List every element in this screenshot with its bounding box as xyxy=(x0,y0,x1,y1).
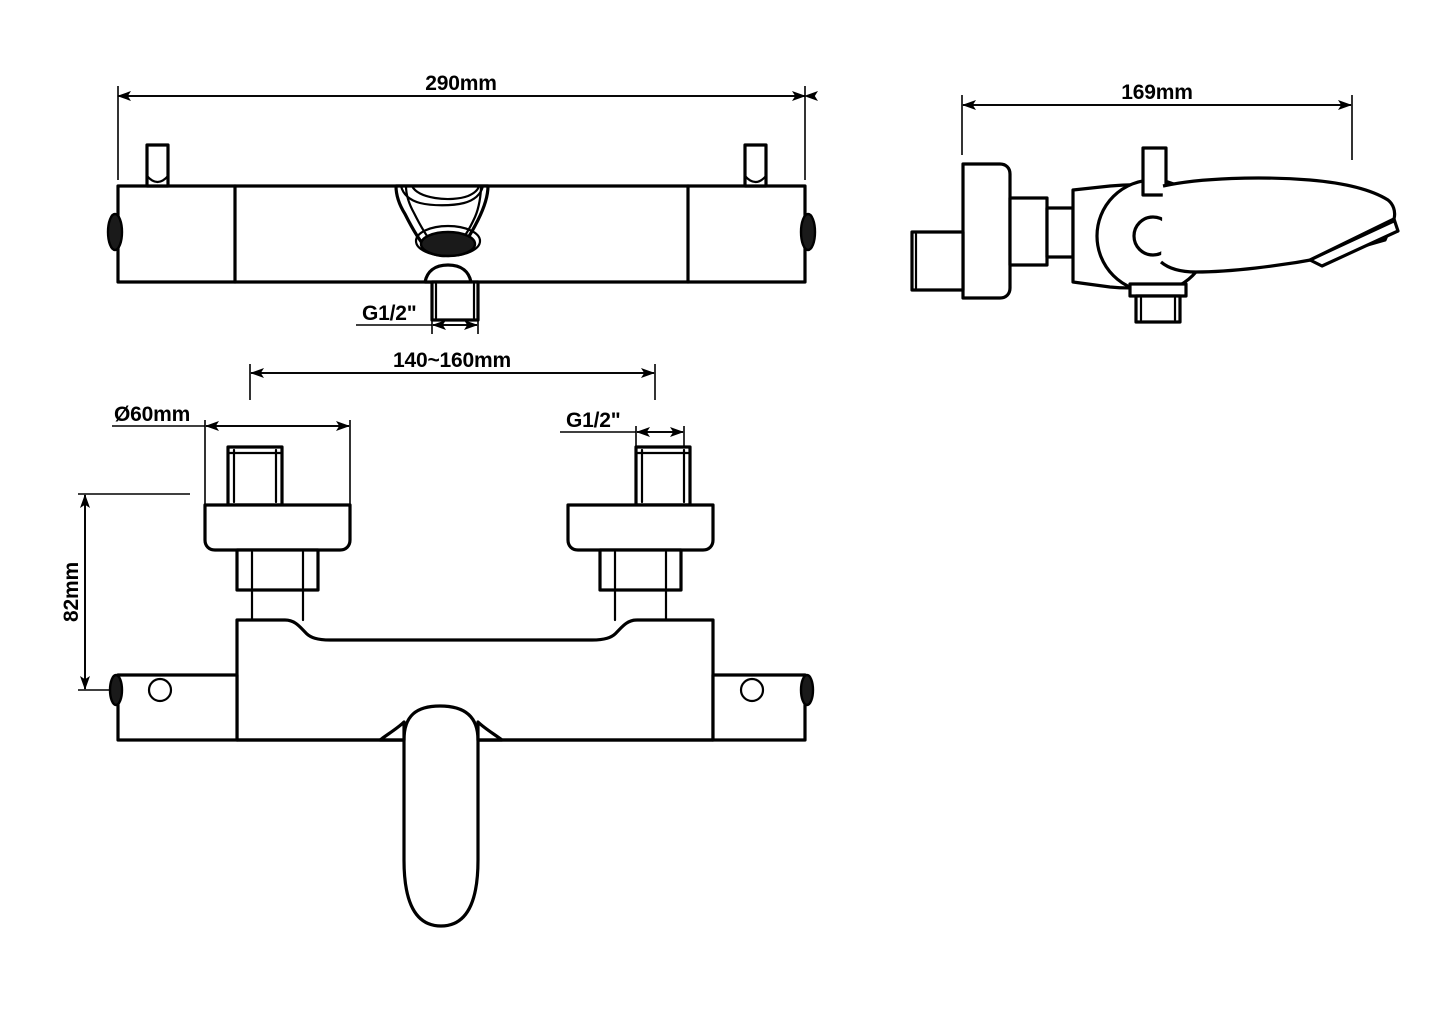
front-outlet-aperture-ring xyxy=(414,224,482,258)
side-escutcheon-collar xyxy=(1008,196,1049,267)
front-view-group: G1/2" 290mm xyxy=(106,72,818,334)
side-spout-lip-edge xyxy=(1311,219,1397,261)
bottom-right-shank xyxy=(598,548,683,592)
side-escutcheon-plate xyxy=(961,162,1012,300)
bottom-left-thread-stub xyxy=(226,445,284,507)
side-inlet-connector xyxy=(910,230,965,292)
side-outlet-collar xyxy=(1128,282,1188,298)
front-left-endcap xyxy=(106,212,124,252)
side-valve-shank xyxy=(1045,206,1075,259)
bottom-view-group: 140~160mm Ø60mm G1/2" xyxy=(60,349,815,928)
bottom-right-indicator-hole xyxy=(739,677,765,703)
bottom-right-thread-stub xyxy=(634,445,692,507)
side-outlet-thread xyxy=(1134,294,1182,324)
front-right-inlet-stub xyxy=(743,143,768,188)
side-top-stub xyxy=(1141,146,1168,197)
front-right-inlet-stub-base xyxy=(743,174,768,184)
front-right-endcap xyxy=(799,212,817,252)
bottom-spout-fillet-left xyxy=(378,720,406,742)
bottom-left-endcap xyxy=(108,673,124,707)
dim-inlet-thread: G1/2" xyxy=(560,409,685,448)
bottom-right-end-block xyxy=(711,673,807,742)
front-left-inlet-stub xyxy=(145,143,170,188)
dim-escutcheon-diameter: Ø60mm xyxy=(112,403,351,505)
dim-label-outlet-thread-front: G1/2" xyxy=(362,302,416,325)
dim-overall-projection: 169mm xyxy=(961,81,1353,160)
dim-label-overall-width: 290mm xyxy=(425,72,496,95)
side-spout-arm xyxy=(1159,176,1397,274)
dim-label-inlet-centres: 140~160mm xyxy=(393,349,511,372)
dim-inlet-centres: 140~160mm xyxy=(249,349,656,400)
front-spout-bowl-rim2 xyxy=(410,184,481,201)
bottom-left-shank xyxy=(235,548,320,592)
front-left-inlet-stub-base xyxy=(145,174,170,184)
bottom-right-escutcheon xyxy=(566,503,715,552)
dim-overall-width xyxy=(117,86,818,180)
bottom-spout-fillet-right xyxy=(476,720,504,742)
bottom-left-end-block xyxy=(116,673,239,742)
bottom-spout-outline xyxy=(402,704,480,928)
dim-label-escutcheon-diameter: Ø60mm xyxy=(114,403,190,426)
bottom-left-escutcheon xyxy=(203,503,352,552)
side-view-group: 169mm xyxy=(910,81,1400,324)
bottom-body-outline xyxy=(235,618,715,742)
dim-outlet-thread-front: G1/2" xyxy=(356,302,479,334)
bottom-right-endcap xyxy=(799,673,815,707)
dim-label-inlet-thread: G1/2" xyxy=(566,409,620,432)
dim-label-inlet-height: 82mm xyxy=(60,562,83,622)
front-outlet-dome xyxy=(423,263,473,284)
front-outlet-thread xyxy=(430,280,480,322)
bottom-left-indicator-hole xyxy=(147,677,173,703)
dim-label-overall-projection: 169mm xyxy=(1121,81,1192,104)
front-spout-bowl-rim xyxy=(399,184,485,207)
dim-inlet-height: 82mm xyxy=(60,493,190,691)
